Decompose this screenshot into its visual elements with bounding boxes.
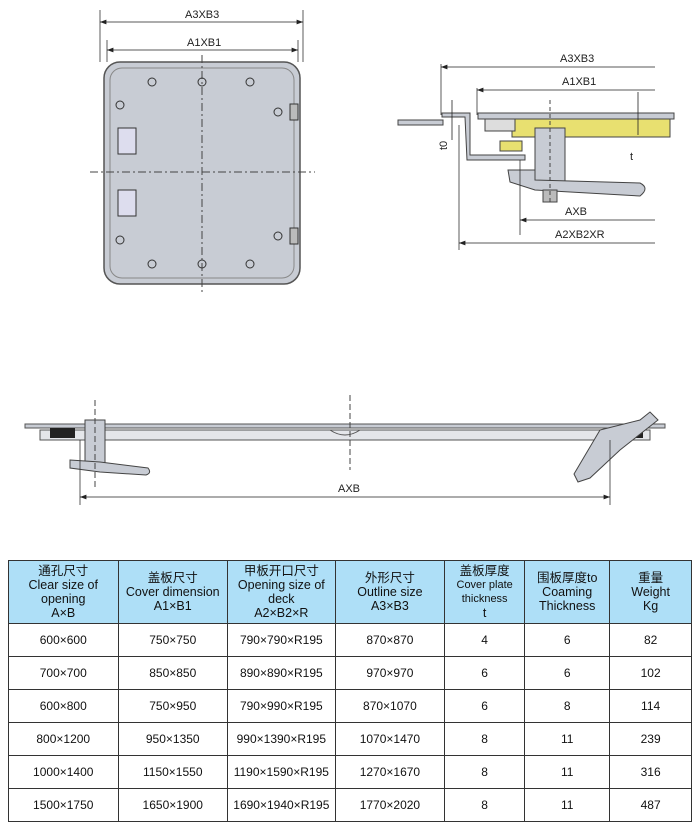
table-cell: 6: [524, 623, 611, 657]
table-cell: 239: [609, 722, 692, 756]
plate-thickness-label: t: [630, 151, 633, 163]
header-sym: t: [482, 606, 487, 620]
header-en: Weight: [631, 585, 670, 599]
table-cell: 1650×1900: [117, 788, 228, 822]
table-cell: 102: [609, 656, 692, 690]
header-cn: 外形尺寸: [364, 571, 415, 585]
long-clear-dim: AXB: [338, 483, 360, 495]
header-cn: 盖板尺寸: [147, 571, 198, 585]
table-cell: 114: [609, 689, 692, 723]
section-deck-dim: A2XB2XR: [555, 229, 605, 241]
header-sym: A1×B1: [153, 599, 192, 613]
header-en: Outline size: [357, 585, 423, 599]
table-cell: 600×600: [8, 623, 119, 657]
table-cell: 82: [609, 623, 692, 657]
header-en: Coaming Thickness: [539, 585, 596, 613]
table-cell: 8: [444, 755, 526, 789]
coaming-thickness-label: t0: [438, 141, 450, 150]
table-cell: 11: [524, 788, 611, 822]
table-cell: 8: [524, 689, 611, 723]
table-cell: 850×850: [117, 656, 228, 690]
section-clear-dim: AXB: [565, 206, 587, 218]
section-outline-dim: A3XB3: [560, 53, 594, 65]
table-cell: 1690×1940×R195: [227, 788, 336, 822]
table-cell: 6: [444, 689, 526, 723]
header-en: Cover plate thickness: [456, 579, 513, 605]
table-cell: 700×700: [8, 656, 119, 690]
header-en: Cover dimension: [125, 585, 220, 599]
table-cell: 800×1200: [8, 722, 119, 756]
table-cell: 8: [444, 788, 526, 822]
table-cell: 4: [444, 623, 526, 657]
table-cell: 11: [524, 722, 611, 756]
table-cell: 1070×1470: [334, 722, 446, 756]
header-sym: A3×B3: [370, 599, 409, 613]
table-cell: 1000×1400: [8, 755, 119, 789]
section-cover-dim: A1XB1: [562, 76, 596, 88]
section-view: A3XB3 A1XB1 t0 t AXB A2XB2XR: [397, 53, 675, 250]
table-cell: 1270×1670: [334, 755, 446, 789]
table-cell: 6: [524, 656, 611, 690]
header-cn: 围板厚度to: [536, 571, 598, 585]
header-sym: Kg: [642, 599, 659, 613]
plan-cover-dim: A1XB1: [187, 37, 221, 49]
header-cn: 甲板开口尺寸: [243, 564, 319, 578]
table-cell: 870×870: [334, 623, 446, 657]
header-en: Clear size of opening: [28, 578, 98, 606]
header-sym: A×B: [51, 606, 76, 620]
plan-view: A3XB3 A1XB1: [90, 9, 315, 295]
header-sym: A2×B2×R: [254, 606, 309, 620]
long-section-view: AXB: [24, 395, 666, 505]
table-cell: 790×790×R195: [227, 623, 336, 657]
table-cell: 750×750: [117, 623, 228, 657]
plan-outline-dim: A3XB3: [185, 9, 219, 21]
table-cell: 890×890×R195: [227, 656, 336, 690]
header-cn: 通孔尺寸: [38, 564, 89, 578]
table-cell: 316: [609, 755, 692, 789]
header-cn: 重量: [638, 571, 664, 585]
table-cell: 1190×1590×R195: [227, 755, 336, 789]
table-cell: 970×970: [334, 656, 446, 690]
table-cell: 600×800: [8, 689, 119, 723]
technical-drawing: A3XB3 A1XB1 A3XB3 A1XB1 t0 t AXB A2XB2XR: [24, 9, 675, 505]
table-cell: 11: [524, 755, 611, 789]
table-cell: 750×950: [117, 689, 228, 723]
header-cn: 盖板厚度: [459, 564, 510, 578]
table-cell: 870×1070: [334, 689, 446, 723]
table-cell: 790×990×R195: [227, 689, 336, 723]
table-cell: 8: [444, 722, 526, 756]
table-cell: 487: [609, 788, 692, 822]
table-cell: 1150×1550: [117, 755, 228, 789]
table-cell: 990×1390×R195: [227, 722, 336, 756]
table-cell: 6: [444, 656, 526, 690]
table-cell: 950×1350: [117, 722, 228, 756]
table-cell: 1500×1750: [8, 788, 119, 822]
header-en: Opening size of deck: [237, 578, 325, 606]
table-cell: 1770×2020: [334, 788, 446, 822]
